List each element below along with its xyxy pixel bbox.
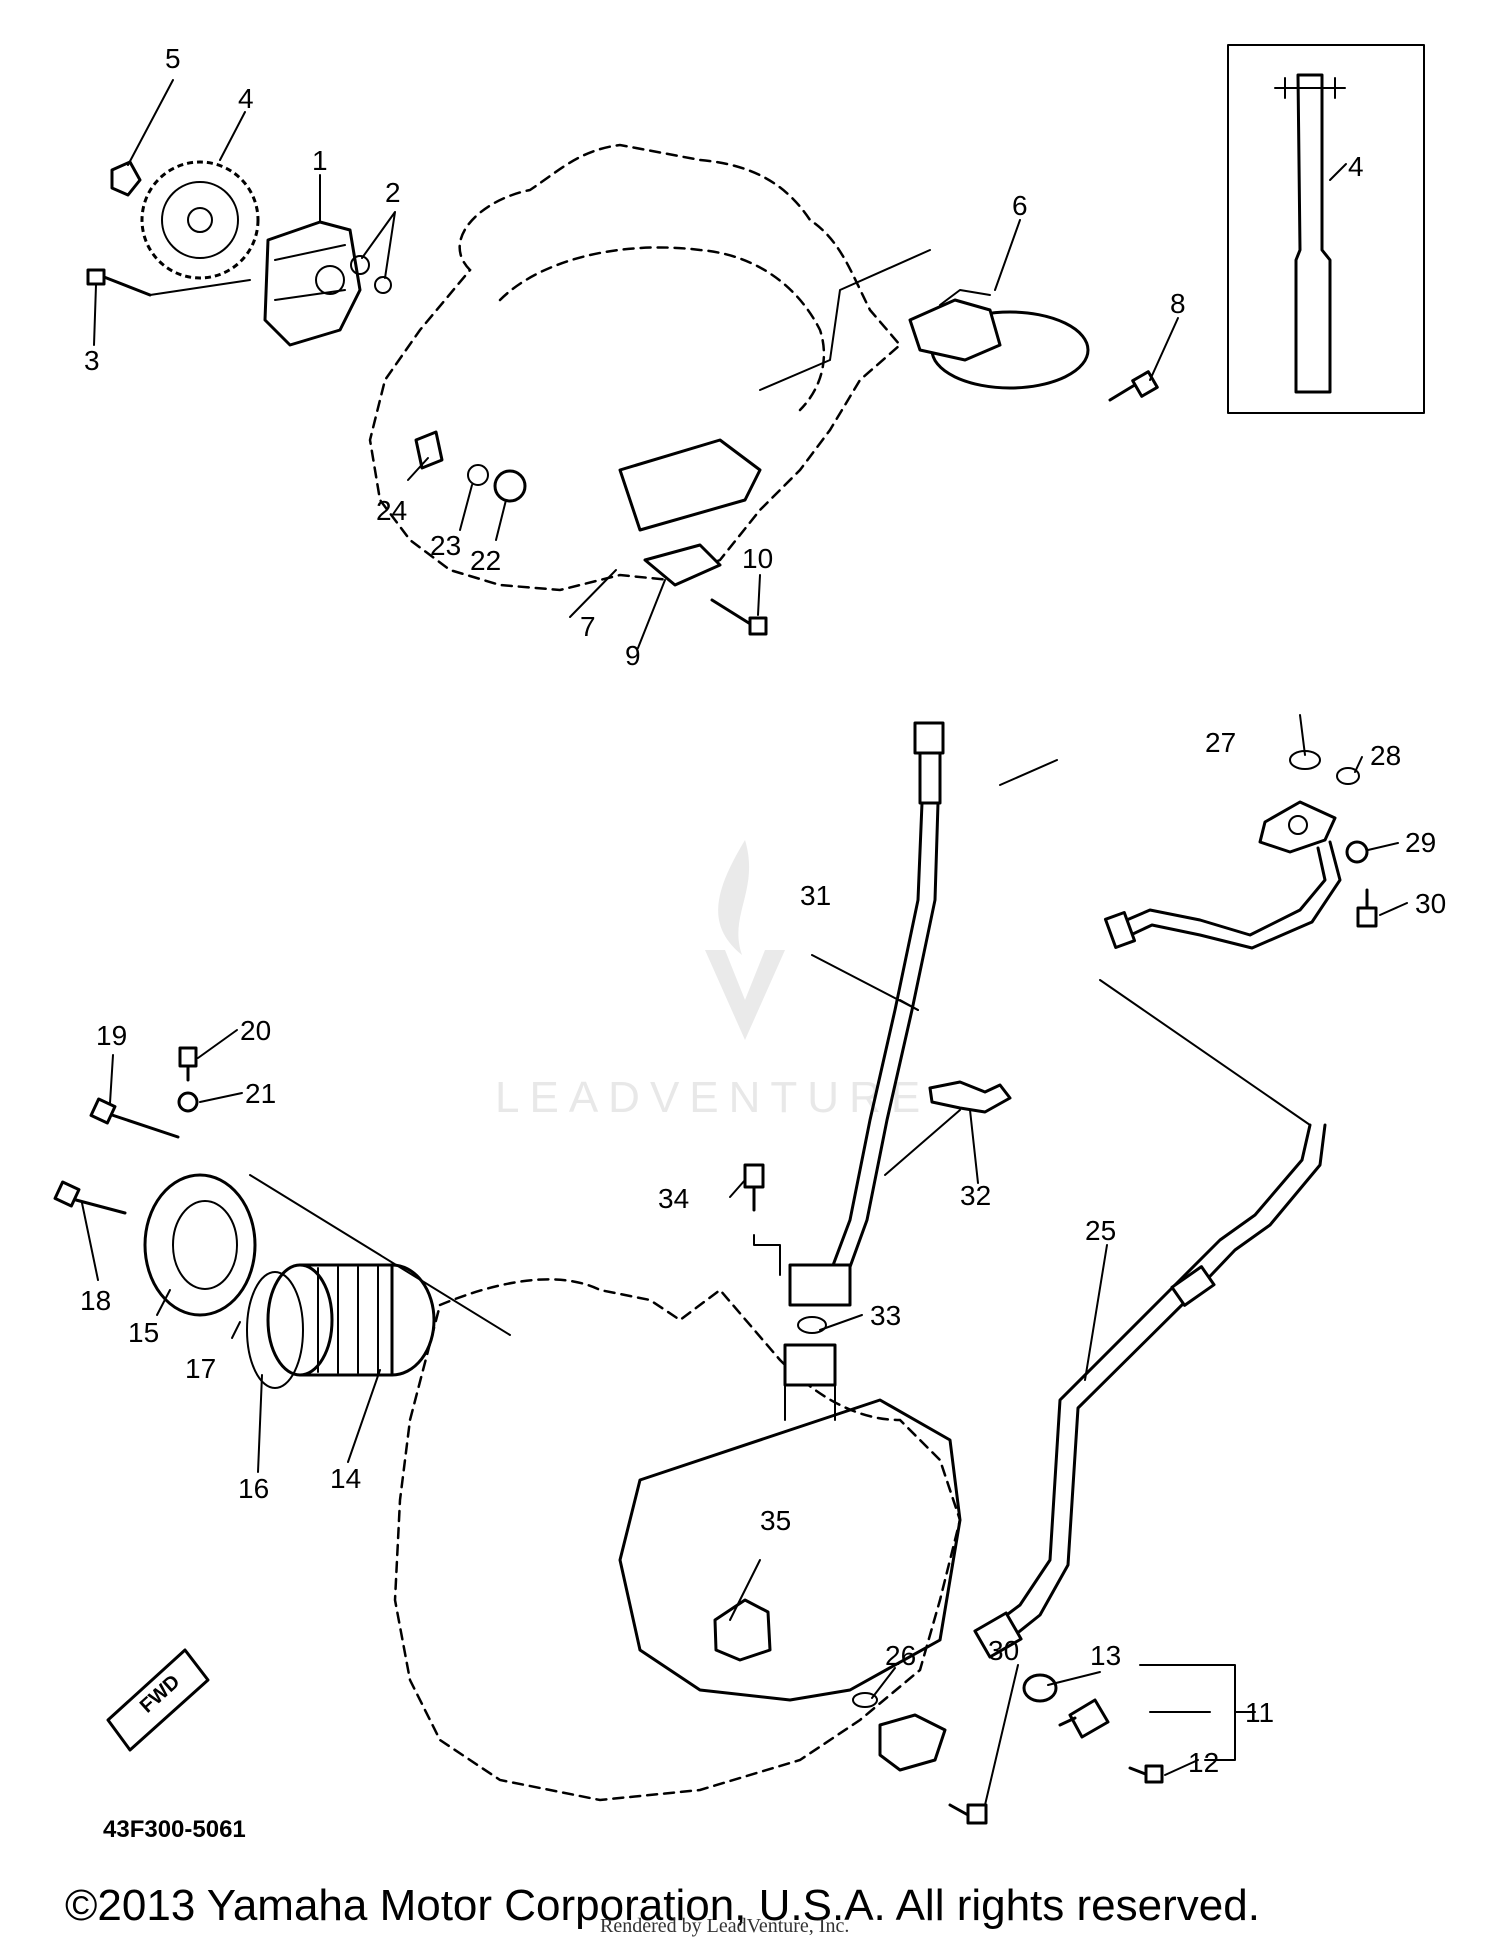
callout-leaders [81,79,1408,1806]
filter-cover [143,1173,257,1317]
oil-pump-body [263,220,362,347]
neutral-switch [713,1598,772,1662]
callout-33: 33 [870,1300,901,1331]
o-ring-part [467,464,489,486]
callout-32: 32 [960,1180,991,1211]
callout-1: 1 [312,145,328,176]
callout-5: 5 [165,43,181,74]
callout-9: 9 [625,640,641,671]
callout-6: 6 [1012,190,1028,221]
screw-part [1108,370,1159,402]
inset-callout-4: 4 [1348,151,1364,182]
callout-bracket [1139,1664,1256,1761]
callout-20: 20 [240,1015,271,1046]
upper-oil-pump-assembly [86,143,1159,636]
callout-26: 26 [885,1640,916,1671]
washer-part [1345,840,1369,864]
bolt-part [948,1803,988,1825]
callout-3: 3 [84,345,100,376]
callout-11: 11 [1245,1697,1274,1728]
copper-washer [1022,1673,1058,1703]
oil-delivery-pipe-lower [973,1123,1327,1659]
union-bolt-part [1058,1698,1110,1739]
oil-pipe-flange [878,1713,947,1772]
filter-o-ring [246,1271,304,1389]
leader-line [249,1174,511,1336]
callout-17: 17 [185,1353,216,1384]
o-ring-part [350,255,370,275]
copyright-notice: ©2013 Yamaha Motor Corporation, U.S.A. A… [65,1881,1260,1930]
callout-35: 35 [760,1505,791,1536]
oil-delivery-bracket [618,438,762,532]
union-bolt [783,1263,852,1421]
callout-31: 31 [800,880,831,911]
bolt-part [1356,888,1378,928]
callout-13: 13 [1090,1640,1121,1671]
lower-filter-and-oil-line-assembly: FWD [53,721,1378,1825]
callout-24: 24 [376,495,407,526]
rendered-by-notice: Rendered by LeadVenture, Inc. [600,1915,849,1937]
callout-29: 29 [1405,827,1436,858]
pump-gear [140,160,260,280]
leadventure-watermark: LEADVENTURE [495,840,930,1122]
callout-22: 22 [470,545,501,576]
callout-27: 27 [1205,727,1236,758]
bolt-part [743,1163,781,1276]
circlip-part [110,160,142,197]
oil-filter-element [266,1263,436,1377]
callout-23: 23 [430,530,461,561]
callout-4: 4 [238,83,254,114]
oil-delivery-pipe-upper [1103,800,1342,950]
leader-line [884,1109,961,1176]
bolt-part [178,1046,198,1068]
leader-line [1099,979,1311,1126]
leader-line [729,1559,761,1621]
callout-25: 25 [1085,1215,1116,1246]
o-ring-part [374,276,392,294]
callout-21: 21 [245,1078,276,1109]
forward-direction-arrow: FWD [106,1648,210,1752]
callout-15: 15 [128,1317,159,1348]
callout-30a: 30 [1415,888,1446,919]
bolt-part [710,598,768,636]
callout-12: 12 [1188,1747,1219,1778]
bolt-part [89,1097,180,1139]
callout-14: 14 [330,1463,361,1494]
callout-10: 10 [742,543,773,574]
callout-30b: 30 [988,1635,1019,1666]
callout-2: 2 [385,177,401,208]
watermark-text: LEADVENTURE [495,1073,930,1122]
callout-numbers: 1 2 3 4 5 6 7 8 9 10 11 12 13 14 15 16 1… [80,43,1446,1778]
gasket-plate [643,543,722,587]
gasket-ring-part [1336,767,1360,785]
callout-8: 8 [1170,288,1186,319]
o-ring-part [852,1692,878,1708]
leader-line [759,249,931,391]
callout-34: 34 [658,1183,689,1214]
gear-thickness-inset: 4 [1227,44,1425,414]
oil-hose-upper [818,721,945,1302]
bolt-part [53,1180,127,1215]
oil-strainer [908,289,1090,390]
callout-28: 28 [1370,740,1401,771]
spring-part [414,430,444,470]
part-code: 43F300-5061 [103,1816,246,1843]
plug-part [493,469,527,503]
washer-part [177,1091,199,1113]
bolt-part [86,268,251,297]
callout-18: 18 [80,1285,111,1316]
callout-16: 16 [238,1473,269,1504]
callout-7: 7 [580,611,596,642]
callout-19: 19 [96,1020,127,1051]
hose-clamp [928,1080,1012,1114]
crankcase-half-outline [618,1398,962,1702]
screw-part [1128,1764,1164,1784]
